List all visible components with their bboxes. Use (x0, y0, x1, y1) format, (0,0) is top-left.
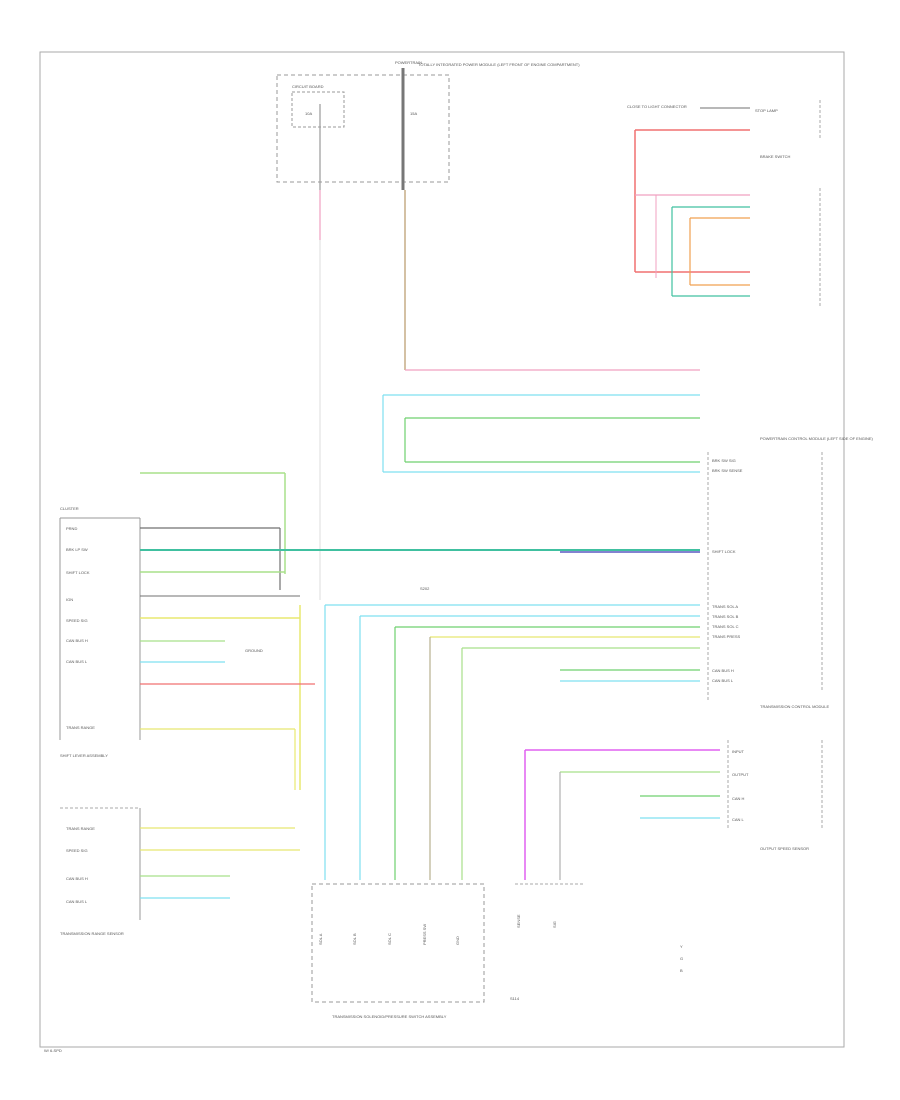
tcm-label: TRANSMISSION CONTROL MODULE (760, 704, 830, 709)
trans-range-label: TRANSMISSION RANGE SENSOR (60, 931, 124, 936)
output-speed-sensor: SENSE SIG S114 (510, 883, 585, 1001)
fuse-title: POWERTRAIN (395, 60, 422, 65)
legend-2: G (680, 956, 683, 961)
solenoid-assembly: TRANSMISSION SOLENOID/PRESSURE SWITCH AS… (311, 883, 485, 1019)
shifter-pin-label: TRANS RANGE (66, 826, 95, 831)
stop-lamp-switch-label: BRAKE SWITCH (760, 154, 791, 159)
pcm-pin-label: CAN BUS L (712, 678, 734, 683)
solenoid-pin-label: PRESS SW (422, 924, 427, 945)
top-right-conn-label: CLOSE TO LIGHT CONNECTOR (627, 104, 687, 109)
splice-b-label: S202 (420, 586, 430, 591)
pcm-pin-label: TRANS SOL B (712, 614, 739, 619)
pcm-label: POWERTRAIN CONTROL MODULE (LEFT SIDE OF … (760, 436, 873, 441)
tcm-pin-label: OUTPUT (732, 772, 749, 777)
stop-lamp-switch: CLOSE TO LIGHT CONNECTOR STOP LAMP BRAKE… (627, 100, 821, 306)
pcm-pin-label: BRK SW SIG (712, 458, 736, 463)
shifter-pin-label: CAN BUS L (66, 899, 88, 904)
ground-note: GROUND (245, 648, 263, 653)
shifter-pin-label: SPEED SIG (66, 848, 88, 853)
fuse-amp-a: 10A (305, 111, 312, 116)
cluster-pin-label: SPEED SIG (66, 618, 88, 623)
pcm-pin-label: CAN BUS H (712, 668, 734, 673)
cluster-pin-label: PRND (66, 526, 77, 531)
solenoid-pin-label: GND (455, 936, 460, 945)
shifter-label: SHIFT LEVER ASSEMBLY (60, 753, 108, 758)
solenoid-pin-label: SOL B (352, 933, 357, 945)
stop-lamp-label: STOP LAMP (755, 108, 778, 113)
fuse-block: POWERTRAIN CIRCUIT BOARD TOTALLY INTEGRA… (276, 60, 580, 190)
fuse-sub: CIRCUIT BOARD (292, 84, 324, 89)
cluster-pin-label: IGN (66, 597, 73, 602)
tcm-box: TRANSMISSION CONTROL MODULE INPUT OUTPUT… (727, 704, 830, 851)
trans-range-connector: TRANS RANGE SPEED SIG CAN BUS H CAN BUS … (60, 807, 141, 936)
pcm-pin-label: TRANS PRESS (712, 634, 741, 639)
legend-3: B (680, 968, 683, 973)
solenoid-pin-label: SOL A (318, 933, 323, 945)
cluster-pin-label: SHIFT LOCK (66, 570, 90, 575)
shifter-pin-label: CAN BUS H (66, 876, 88, 881)
fuse-amp-b: 15A (410, 111, 417, 116)
tcm-pin-label: CAN H (732, 796, 745, 801)
pcm-pin-label: TRANS SOL A (712, 604, 738, 609)
cluster-pin-label: TRANS RANGE (66, 725, 95, 730)
pcm-pin-label: BRK SW SENSE (712, 468, 743, 473)
cluster-pin-label: BRK LP SW (66, 547, 88, 552)
pcm-pin-label: SHIFT LOCK (712, 549, 736, 554)
pcm-pin-label: TRANS SOL C (712, 624, 739, 629)
cluster-pin-label: CAN BUS L (66, 659, 88, 664)
sensor-pin-label: SIG (552, 921, 557, 928)
cluster-label: CLUSTER (60, 506, 79, 511)
diagram-border (39, 51, 845, 1048)
splice-label: S114 (510, 996, 520, 1001)
speed-sensor-label: OUTPUT SPEED SENSOR (760, 846, 809, 851)
footer-left: W/ 6-SPD (44, 1048, 62, 1053)
fuse-block-label: TOTALLY INTEGRATED POWER MODULE (LEFT FR… (418, 62, 580, 67)
tcm-pin-label: INPUT (732, 749, 745, 754)
cluster-connector: CLUSTER PRND BRK LP SW SHIFT LOCK IGN SP… (59, 506, 141, 758)
legend-1: Y (680, 944, 683, 949)
solenoid-pin-label: SOL C (387, 933, 392, 945)
tcm-pin-label: CAN L (732, 817, 745, 822)
sensor-pin-label: SENSE (516, 914, 521, 928)
solenoid-label: TRANSMISSION SOLENOID/PRESSURE SWITCH AS… (332, 1014, 447, 1019)
pcm-box: POWERTRAIN CONTROL MODULE (LEFT SIDE OF … (707, 436, 873, 700)
cluster-pin-label: CAN BUS H (66, 638, 88, 643)
